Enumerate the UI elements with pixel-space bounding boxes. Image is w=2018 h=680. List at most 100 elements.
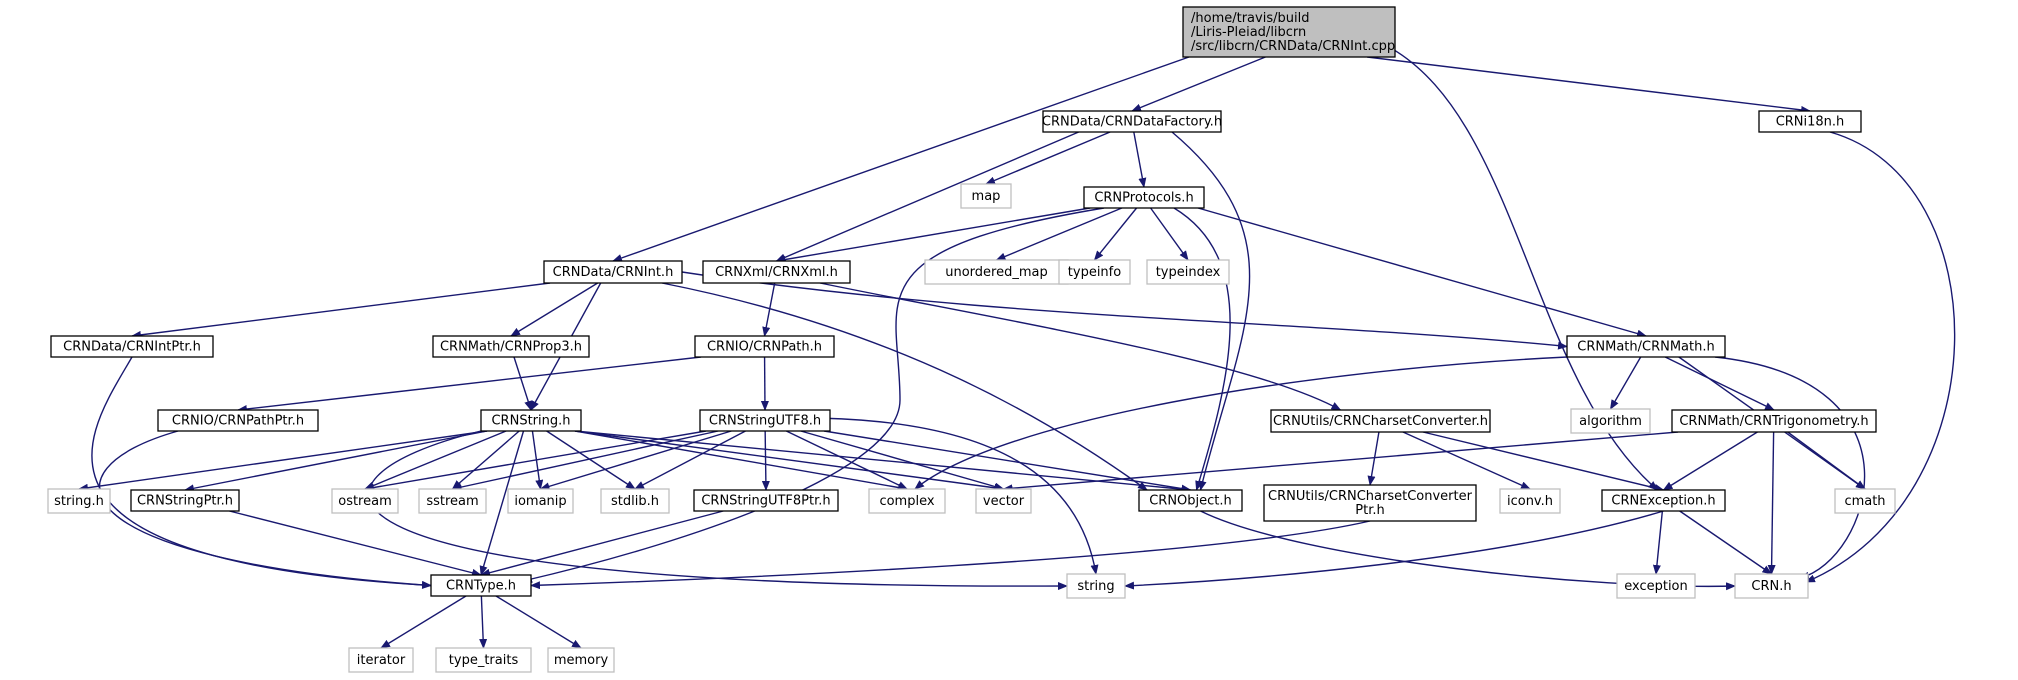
edge-intptr-to-type: [91, 356, 432, 589]
edge-crnint-to-object: [661, 282, 1148, 491]
edge-utf8ptr-to-type: [480, 510, 724, 577]
edge-stringptr-to-type: [229, 510, 482, 577]
node-box: [418, 488, 487, 514]
node-trig[interactable]: CRNMath/CRNTrigonometry.h: [1671, 409, 1877, 433]
edge-utf8-to-object: [823, 430, 1192, 493]
node-box: [1066, 573, 1126, 599]
edge-string-to-complex: [574, 430, 908, 492]
node-label: CRNData/CRNDataFactory.h: [1042, 115, 1222, 130]
node-exception[interactable]: CRNException.h: [1601, 489, 1726, 512]
node-label: CRNStringUTF8.h: [709, 414, 821, 429]
node-charset[interactable]: CRNUtils/CRNCharsetConverter.h: [1270, 409, 1491, 433]
node-label: /Liris-Pleiad/libcrn: [1191, 25, 1306, 40]
node-box: [157, 409, 319, 432]
node-root[interactable]: /home/travis/build/Liris-Pleiad/libcrn/s…: [1182, 6, 1396, 58]
edge-exception-to-stdstring: [1124, 510, 1664, 590]
node-label: sstream: [426, 494, 478, 509]
node-type_traits: type_traits: [435, 647, 532, 673]
node-label: CRNi18n.h: [1776, 115, 1845, 130]
node-box: [1734, 573, 1809, 599]
edge-trig-to-cmath: [1787, 431, 1866, 490]
edge-charset-to-charsetptr: [1367, 431, 1380, 486]
node-label: CRNUtils/CRNCharsetConverter.h: [1273, 414, 1488, 429]
edge-path-to-pathptr: [237, 356, 702, 413]
edge-root-to-i18n: [1367, 56, 1811, 114]
node-i18n[interactable]: CRNi18n.h: [1758, 110, 1862, 133]
node-label: CRNProtocols.h: [1094, 191, 1193, 206]
node-algorithm: algorithm: [1570, 408, 1651, 434]
node-label: type_traits: [449, 653, 519, 668]
node-box: [1499, 488, 1561, 514]
edge-string-to-type: [479, 430, 525, 576]
node-label: Ptr.h: [1355, 503, 1384, 518]
node-label: unordered_map: [945, 265, 1048, 280]
node-label: CRNMath/CRNMath.h: [1577, 340, 1714, 355]
node-box: [1263, 484, 1477, 522]
edge-utf8-to-stdlib: [634, 430, 746, 490]
edge-prop3-to-string: [513, 356, 533, 411]
node-utf8ptr[interactable]: CRNStringUTF8Ptr.h: [693, 489, 839, 512]
edge-charset-to-iconv: [1402, 431, 1531, 490]
node-box: [47, 488, 111, 514]
node-path[interactable]: CRNIO/CRNPath.h: [694, 335, 835, 358]
node-box: [1083, 186, 1205, 209]
node-label: CRNUtils/CRNCharsetConverter: [1268, 489, 1473, 504]
node-box: [699, 409, 831, 432]
node-vector: vector: [975, 488, 1032, 514]
node-utf8[interactable]: CRNStringUTF8.h: [699, 409, 831, 432]
node-map: map: [960, 183, 1012, 209]
node-box: [975, 488, 1032, 514]
node-xml[interactable]: CRNXml/CRNXml.h: [702, 260, 851, 284]
edge-i18n-to-crnh: [1805, 131, 1956, 583]
node-typeinfo: typeinfo: [1058, 259, 1131, 285]
edge-string-to-stdstring: [368, 430, 1068, 591]
edge-math-to-crnh: [1714, 356, 1866, 580]
node-crnint[interactable]: CRNData/CRNInt.h: [543, 260, 683, 284]
node-ostream: ostream: [331, 488, 399, 514]
node-box: [1058, 259, 1131, 285]
node-stringptr[interactable]: CRNStringPtr.h: [130, 489, 240, 512]
node-object[interactable]: CRNObject.h: [1138, 489, 1243, 512]
node-box: [432, 335, 590, 358]
node-label: CRNData/CRNInt.h: [553, 265, 674, 280]
edge-math-to-complex: [914, 356, 1568, 490]
edge-utf8-to-vector: [800, 430, 1005, 491]
node-stringh: string.h: [47, 488, 111, 514]
node-prop3[interactable]: CRNMath/CRNProp3.h: [432, 335, 590, 358]
edge-pathptr-to-type: [98, 430, 432, 589]
node-label: CRNStringUTF8Ptr.h: [701, 494, 830, 509]
node-label: CRNType.h: [446, 579, 516, 594]
node-label: CRNXml/CRNXml.h: [715, 265, 838, 280]
node-label: iconv.h: [1507, 494, 1553, 509]
node-box: [1758, 110, 1862, 133]
edge-protocols-to-xml: [775, 207, 1091, 264]
node-label: CRNStringPtr.h: [137, 494, 233, 509]
node-label: typeindex: [1156, 265, 1221, 280]
node-box: [868, 488, 946, 514]
node-label: vector: [983, 494, 1025, 509]
node-protocols[interactable]: CRNProtocols.h: [1083, 186, 1205, 209]
node-intptr[interactable]: CRNData/CRNIntPtr.h: [50, 335, 214, 358]
node-pathptr[interactable]: CRNIO/CRNPathPtr.h: [157, 409, 319, 432]
node-label: map: [972, 189, 1001, 204]
edge-charsetptr-to-type: [530, 520, 1371, 590]
node-box: [1042, 110, 1222, 133]
node-string[interactable]: CRNString.h: [480, 409, 582, 432]
node-label: CRNMath/CRNTrigonometry.h: [1679, 414, 1868, 429]
node-math[interactable]: CRNMath/CRNMath.h: [1566, 335, 1726, 358]
edge-trig-to-crnh: [1767, 431, 1776, 575]
node-box: [130, 489, 240, 512]
node-box: [924, 259, 1069, 285]
node-complex: complex: [868, 488, 946, 514]
node-label: iomanip: [514, 494, 566, 509]
node-factory[interactable]: CRNData/CRNDataFactory.h: [1042, 110, 1222, 133]
node-type[interactable]: CRNType.h: [430, 574, 532, 597]
node-stdlib: stdlib.h: [600, 488, 670, 514]
node-box: [1146, 259, 1230, 285]
edge-root-to-exception: [1388, 46, 1659, 491]
edge-xml-to-path: [762, 282, 776, 337]
node-stdexception: exception: [1616, 573, 1696, 599]
edge-protocols-to-math: [1197, 207, 1647, 338]
node-label: CRNObject.h: [1149, 494, 1232, 509]
